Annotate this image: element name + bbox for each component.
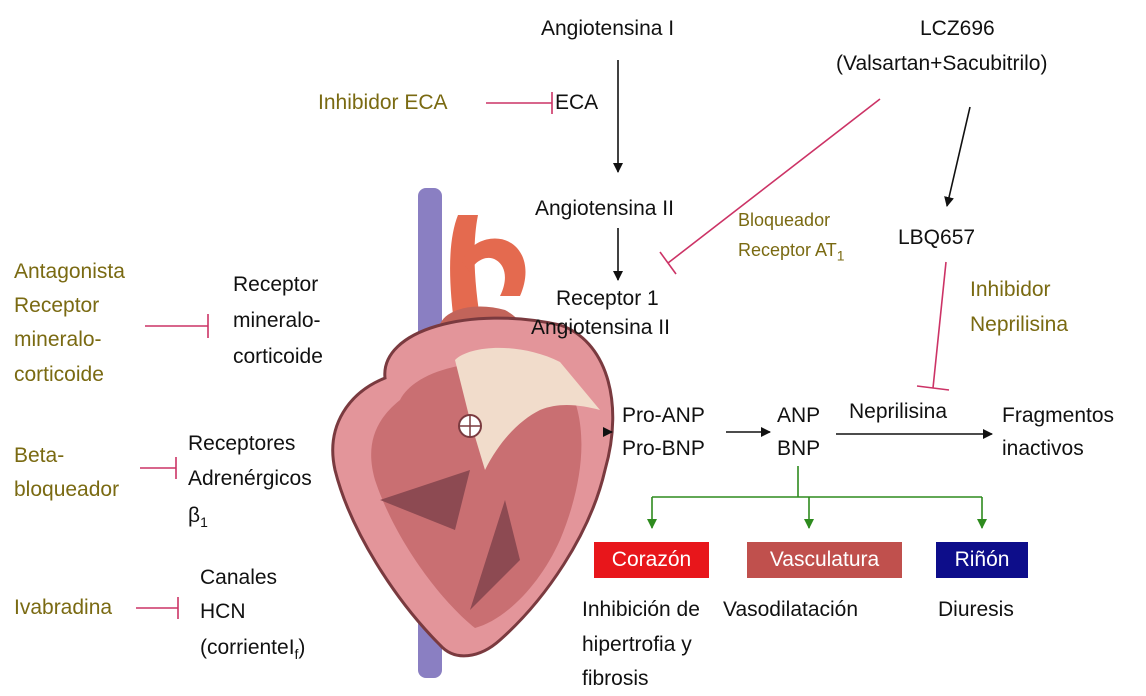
hcn-line-3: (corrienteIf) <box>200 634 305 668</box>
at1-subscript: 1 <box>837 248 845 264</box>
mineralocorticoide-line-1: Receptor <box>233 271 318 299</box>
bnp-label: BNP <box>777 435 820 463</box>
hcn-line-2: HCN <box>200 598 246 626</box>
receptor-1-label: Receptor 1 <box>556 285 659 313</box>
pro-bnp-label: Pro-BNP <box>622 435 705 463</box>
beta1-label: β1 <box>188 502 208 536</box>
angiotensina-ii-label: Angiotensina II <box>535 195 674 223</box>
adrenergicos-line-1: Receptores <box>188 430 295 458</box>
fragmentos-label: Fragmentos <box>1002 402 1114 430</box>
corazon-box: Corazón <box>594 542 709 578</box>
hcn-line-1: Canales <box>200 564 277 592</box>
effects-branches <box>652 466 982 528</box>
heart-illustration <box>333 188 613 678</box>
corriente-close: ) <box>298 636 305 659</box>
corriente-text: (corrienteI <box>200 636 295 659</box>
inhibit-neprilisina-line <box>933 262 946 388</box>
angiotensina-i-label: Angiotensina I <box>541 15 674 43</box>
corazon-effect-line-3: fibrosis <box>582 665 649 693</box>
adrenergicos-line-2: Adrenérgicos <box>188 465 312 493</box>
eca-label: ECA <box>555 89 598 117</box>
beta-bloqueador-line-1: Beta- <box>14 442 64 470</box>
beta-symbol: β <box>188 504 200 527</box>
rinon-box: Riñón <box>936 542 1028 578</box>
mineralocorticoide-line-3: corticoide <box>233 343 323 371</box>
neprilisina-drug-label: Neprilisina <box>970 311 1068 339</box>
inhibit-at1-bar <box>660 252 676 274</box>
lcz696-label: LCZ696 <box>920 15 995 43</box>
pro-anp-label: Pro-ANP <box>622 402 705 430</box>
arrow-lcz696-to-lbq657 <box>947 107 970 206</box>
corazon-effect-line-2: hipertrofia y <box>582 631 692 659</box>
vasculatura-effect: Vasodilatación <box>723 596 858 624</box>
antagonista-line-2: Receptor <box>14 292 99 320</box>
lcz696-composition-label: (Valsartan+Sacubitrilo) <box>836 50 1047 78</box>
bloqueador-receptor-text: Receptor AT <box>738 240 837 260</box>
bloqueador-label: Bloqueador <box>738 208 830 232</box>
neprilisina-label: Neprilisina <box>849 398 947 426</box>
antagonista-line-3: mineralo- <box>14 326 102 354</box>
rinon-effect: Diuresis <box>938 596 1014 624</box>
beta-bloqueador-line-2: bloqueador <box>14 476 119 504</box>
antagonista-line-1: Antagonista <box>14 258 125 286</box>
beta-subscript: 1 <box>200 514 208 530</box>
antagonista-line-4: corticoide <box>14 361 104 389</box>
vasculatura-box: Vasculatura <box>747 542 902 578</box>
corazon-effect-line-1: Inhibición de <box>582 596 700 624</box>
ivabradina-label: Ivabradina <box>14 594 112 622</box>
inhibidor-eca-label: Inhibidor ECA <box>318 89 448 117</box>
mineralocorticoide-line-2: mineralo- <box>233 307 321 335</box>
anp-label: ANP <box>777 402 820 430</box>
inhibidor-label: Inhibidor <box>970 276 1051 304</box>
bloqueador-receptor-at1-label: Receptor AT1 <box>738 238 845 268</box>
inactivos-label: inactivos <box>1002 435 1084 463</box>
lbq657-label: LBQ657 <box>898 224 975 252</box>
receptor-angiotensina-ii-label: Angiotensina II <box>531 314 670 342</box>
